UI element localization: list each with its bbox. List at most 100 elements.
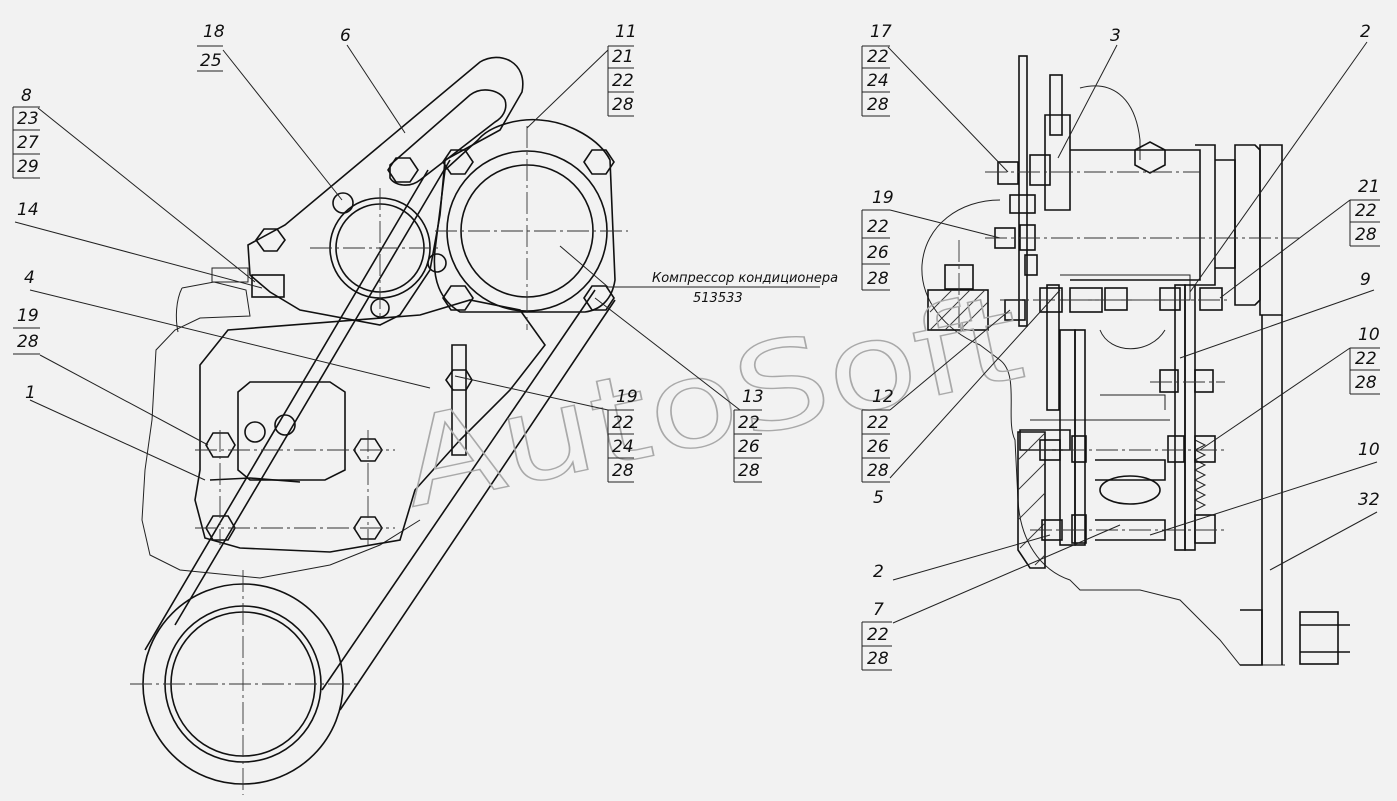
callout-8: 8 23 27 29 — [12, 86, 40, 179]
compressor-pulley-side — [1234, 144, 1283, 316]
svg-text:13: 13 — [742, 387, 764, 407]
svg-text:22: 22 — [738, 413, 760, 433]
svg-text:22: 22 — [612, 71, 634, 91]
svg-text:22: 22 — [1355, 201, 1377, 221]
svg-text:17: 17 — [870, 22, 892, 42]
svg-text:22: 22 — [867, 47, 889, 67]
svg-text:8: 8 — [21, 86, 32, 106]
engine-housing-inner — [175, 287, 183, 333]
adjust-slot — [389, 89, 507, 186]
callout-10-upper: 10 22 28 — [1349, 325, 1380, 395]
engine-housing — [141, 281, 421, 579]
svg-text:6: 6 — [340, 26, 351, 46]
bracket-body — [194, 299, 546, 553]
svg-text:22: 22 — [867, 217, 889, 237]
callout-19-left: 19 28 — [13, 306, 40, 355]
svg-text:26: 26 — [867, 243, 889, 263]
bracket-plates-side — [1019, 284, 1196, 551]
callout-12: 12 22 26 28 — [861, 387, 894, 483]
compressor — [329, 118, 616, 313]
callout-19-right: 19 22 26 28 — [861, 188, 894, 291]
svg-text:28: 28 — [738, 461, 760, 481]
tension-plate — [1018, 55, 1028, 327]
engine-block-outline — [921, 199, 1285, 666]
watermark: AutoSoft — [389, 268, 1034, 535]
callout-5: 5 — [873, 488, 884, 508]
callout-10-lower: 10 — [1358, 440, 1380, 460]
svg-text:27: 27 — [17, 133, 39, 153]
front-view — [130, 56, 628, 795]
svg-text:28: 28 — [867, 649, 889, 669]
svg-text:2: 2 — [873, 562, 884, 582]
svg-text:19: 19 — [17, 306, 39, 326]
svg-text:24: 24 — [867, 71, 889, 91]
callout-17: 17 22 24 28 — [861, 22, 892, 117]
svg-text:18: 18 — [203, 22, 225, 42]
svg-text:29: 29 — [17, 157, 39, 177]
svg-text:28: 28 — [17, 332, 39, 352]
svg-text:5: 5 — [873, 488, 884, 508]
svg-text:Компрессор кондиционера: Компрессор кондиционера — [652, 271, 838, 286]
leader-lines — [14, 41, 1378, 624]
callout-13: 13 22 26 28 — [733, 387, 764, 483]
svg-text:24: 24 — [612, 437, 634, 457]
svg-text:22: 22 — [1355, 349, 1377, 369]
svg-text:22: 22 — [867, 625, 889, 645]
svg-text:10: 10 — [1358, 325, 1380, 345]
callout-4: 4 — [24, 268, 35, 288]
svg-text:26: 26 — [738, 437, 760, 457]
mounting-slot — [451, 344, 467, 456]
svg-text:28: 28 — [867, 95, 889, 115]
svg-text:22: 22 — [612, 413, 634, 433]
callout-7: 7 22 28 — [861, 600, 892, 671]
svg-text:32: 32 — [1358, 490, 1380, 510]
svg-text:25: 25 — [200, 51, 222, 71]
callout-18: 18 25 — [197, 22, 225, 72]
svg-text:28: 28 — [1355, 225, 1377, 245]
belt-side — [1261, 315, 1283, 665]
compressor-side — [1070, 149, 1201, 281]
svg-text:2: 2 — [1360, 22, 1371, 42]
side-view — [921, 55, 1350, 666]
callout-19-center: 19 22 24 28 — [607, 387, 638, 483]
callout-2-bottom: 2 — [873, 562, 884, 582]
svg-text:10: 10 — [1358, 440, 1380, 460]
svg-text:513533: 513533 — [693, 291, 743, 306]
svg-text:7: 7 — [873, 600, 884, 620]
svg-text:3: 3 — [1110, 26, 1121, 46]
svg-text:28: 28 — [1355, 373, 1377, 393]
callout-9: 9 — [1360, 270, 1371, 290]
callout-2-top: 2 — [1360, 22, 1371, 42]
callout-1: 1 — [25, 383, 36, 403]
svg-text:11: 11 — [615, 22, 637, 42]
svg-text:4: 4 — [24, 268, 35, 288]
callout-32: 32 — [1358, 490, 1380, 510]
callout-21: 21 22 28 — [1349, 177, 1380, 247]
svg-text:12: 12 — [872, 387, 894, 407]
svg-text:21: 21 — [1358, 177, 1380, 197]
compressor-note: Компрессор кондиционера 513533 — [652, 271, 838, 306]
callout-6: 6 — [340, 26, 351, 46]
svg-text:9: 9 — [1360, 270, 1371, 290]
svg-text:14: 14 — [17, 200, 39, 220]
section-hatching — [927, 289, 1207, 569]
svg-text:19: 19 — [872, 188, 894, 208]
svg-text:28: 28 — [867, 269, 889, 289]
svg-text:28: 28 — [612, 95, 634, 115]
svg-text:1: 1 — [25, 383, 36, 403]
upper-plate — [247, 56, 524, 326]
callout-11: 11 21 22 28 — [607, 22, 637, 117]
center-lines-side — [958, 171, 1300, 531]
svg-text:22: 22 — [867, 413, 889, 433]
callout-14: 14 — [17, 200, 39, 220]
svg-text:28: 28 — [612, 461, 634, 481]
svg-text:28: 28 — [867, 461, 889, 481]
svg-text:26: 26 — [867, 437, 889, 457]
callout-3: 3 — [1110, 26, 1121, 46]
center-lines-front — [130, 126, 628, 795]
svg-text:21: 21 — [612, 47, 634, 67]
drive-belt — [144, 159, 616, 711]
svg-text:19: 19 — [616, 387, 638, 407]
svg-text:23: 23 — [17, 109, 39, 129]
